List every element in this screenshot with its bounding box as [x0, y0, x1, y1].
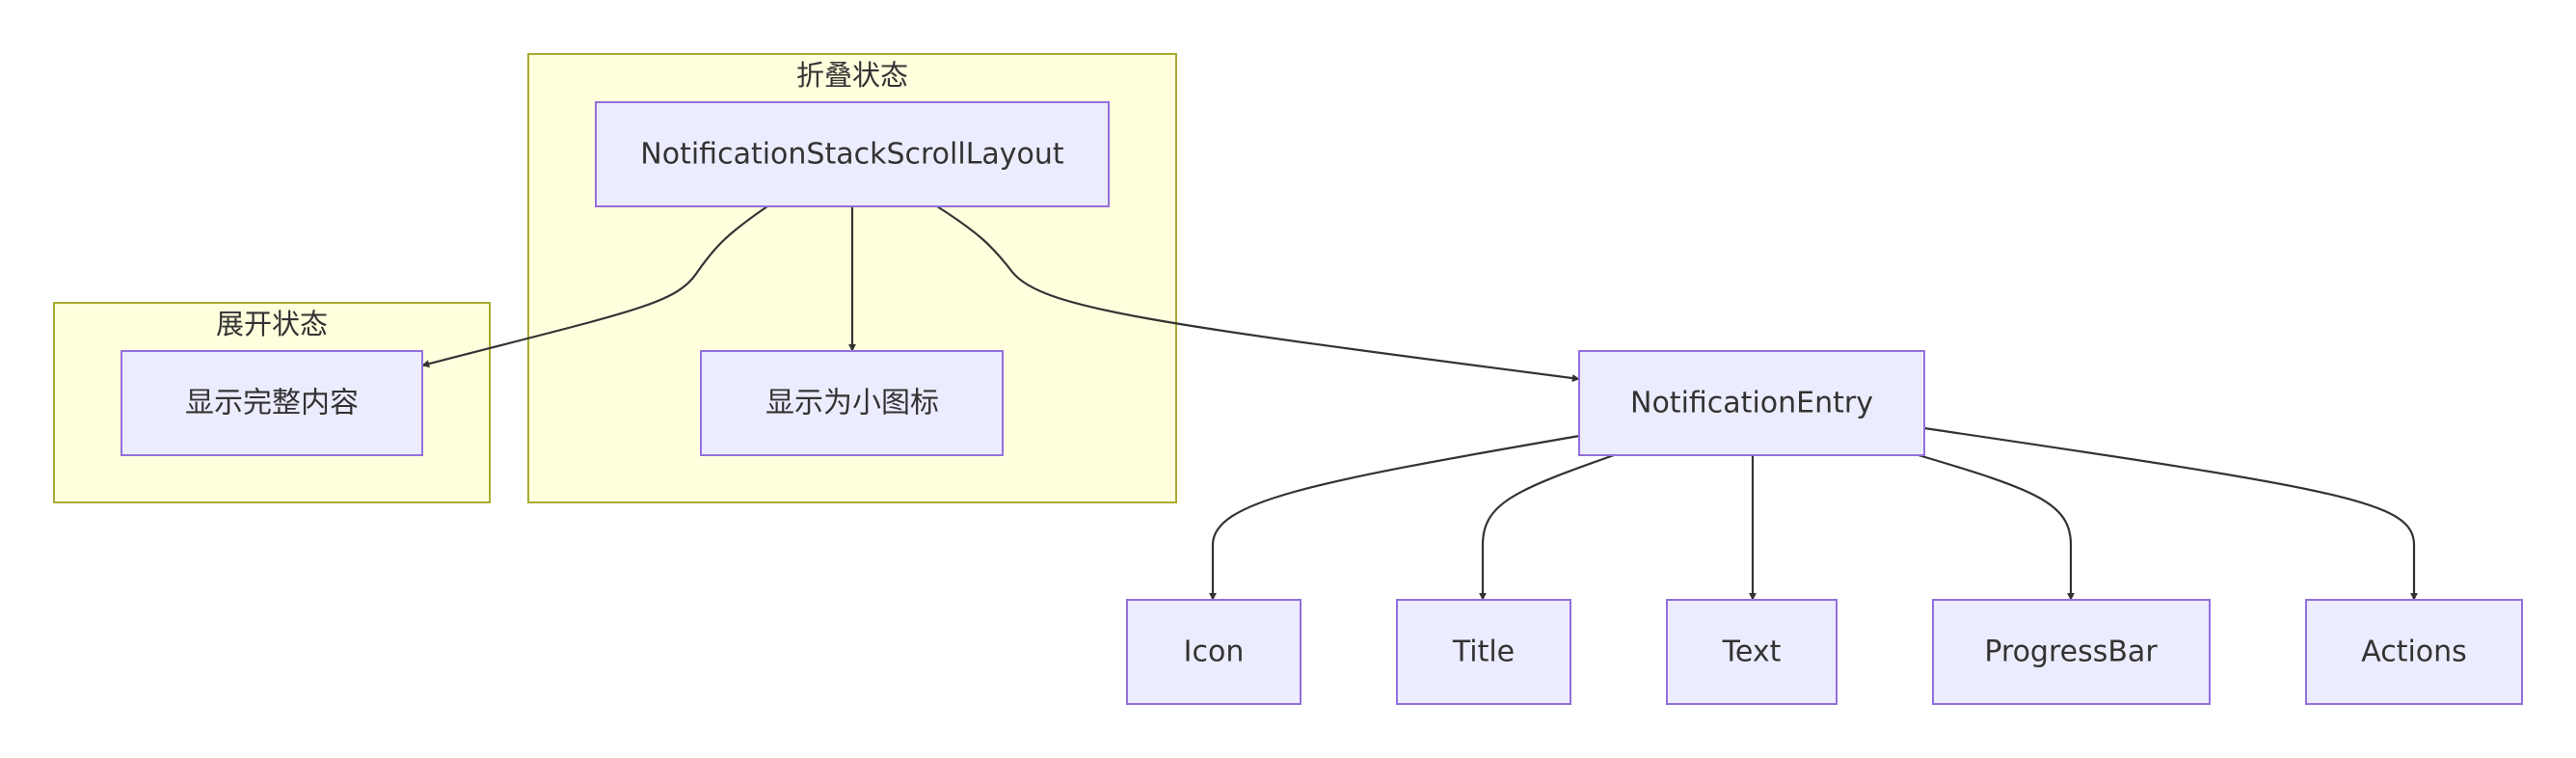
edge-nssl-to-full-content	[421, 205, 768, 368]
node-notification-stack-scroll-layout[interactable]: NotificationStackScrollLayout	[595, 101, 1110, 207]
edge-entry-to-progressbar	[1918, 453, 2075, 601]
node-text-label: Text	[1722, 636, 1782, 669]
node-icon-label: Icon	[1184, 636, 1245, 669]
cluster-expanded-label: 展开状态	[216, 308, 328, 340]
node-icon[interactable]: Icon	[1126, 599, 1301, 705]
edge-entry-to-title	[1479, 453, 1615, 601]
node-text[interactable]: Text	[1666, 599, 1838, 705]
node-title-label: Title	[1452, 636, 1515, 669]
node-progress-bar[interactable]: ProgressBar	[1932, 599, 2211, 705]
edge-entry-to-actions	[1923, 426, 2418, 601]
node-nssl-label: NotificationStackScrollLayout	[640, 138, 1064, 172]
node-full-content-label: 显示完整内容	[185, 387, 359, 420]
node-notification-entry[interactable]: NotificationEntry	[1578, 350, 1925, 456]
edge-entry-to-icon	[1209, 434, 1580, 601]
node-small-icon-label: 显示为小图标	[765, 387, 939, 420]
node-actions-label: Actions	[2361, 636, 2467, 669]
node-progress-bar-label: ProgressBar	[1984, 636, 2158, 669]
edges	[421, 205, 2418, 601]
node-entry-label: NotificationEntry	[1630, 387, 1873, 420]
node-actions[interactable]: Actions	[2305, 599, 2523, 705]
cluster-collapsed-label: 折叠状态	[796, 59, 908, 92]
edge-nssl-to-entry	[936, 205, 1580, 383]
node-full-content[interactable]: 显示完整内容	[121, 350, 423, 456]
node-title[interactable]: Title	[1396, 599, 1571, 705]
node-small-icon[interactable]: 显示为小图标	[700, 350, 1004, 456]
